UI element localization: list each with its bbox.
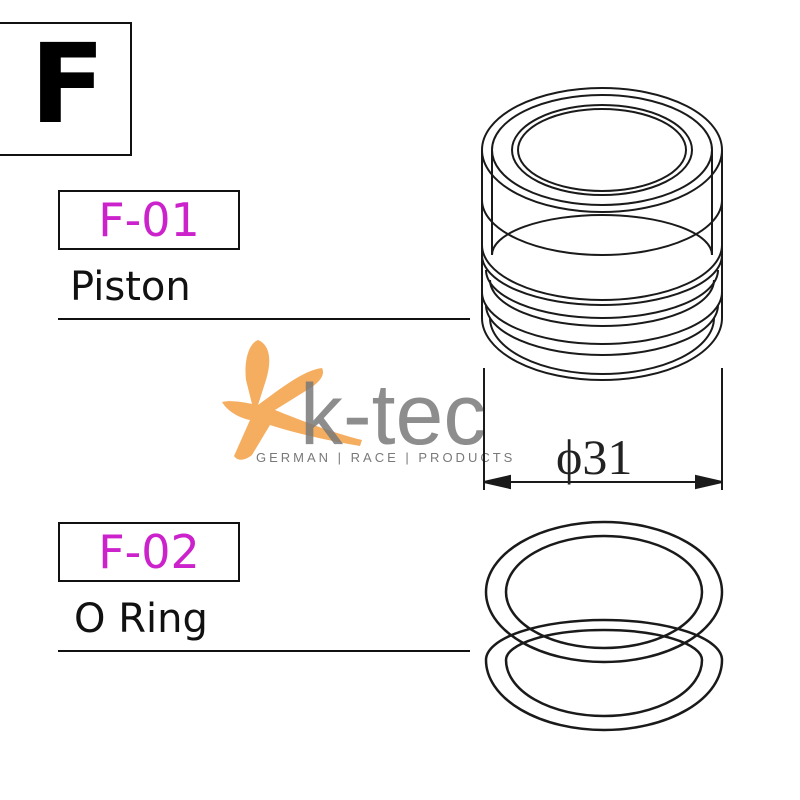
ktec-watermark-logo: k-tec GERMAN | RACE | PRODUCTS [222,340,515,465]
section-letter: F [30,20,106,148]
leader-line-o-ring [58,650,470,652]
piston-drawing [481,87,723,381]
diameter-dimension [483,368,723,490]
part-code-f01: F-01 [98,193,200,247]
ktec-wordmark: k-tec [300,367,486,463]
section-frame [0,22,132,156]
diameter-label: ϕ31 [556,429,632,485]
ktec-tagline: GERMAN | RACE | PRODUCTS [256,450,515,465]
o-ring-drawing [484,520,724,732]
leader-line-piston [58,318,470,320]
ktec-k-mark [222,340,362,460]
part-code-box-f01: F-01 [58,190,240,250]
part-name-o-ring: O Ring [74,596,208,642]
part-code-f02: F-02 [98,525,200,579]
part-name-piston: Piston [70,264,191,310]
part-code-box-f02: F-02 [58,522,240,582]
